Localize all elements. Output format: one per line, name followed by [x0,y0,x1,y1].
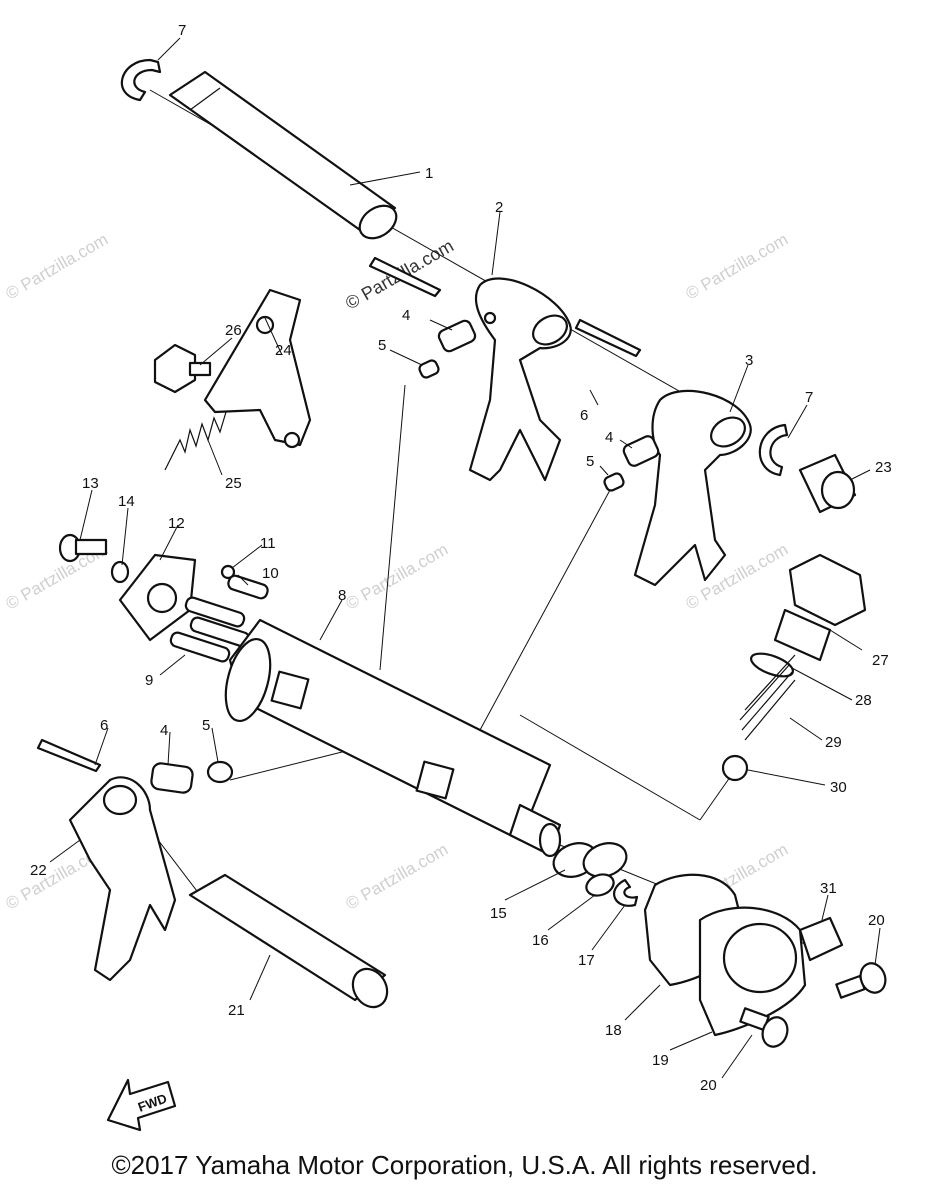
shift-cam-8 [224,618,562,858]
cotter-pin-6-lower [36,738,102,773]
callout-25: 25 [225,475,242,492]
circlip-7-right [758,423,789,477]
callout-5-mid: 5 [586,453,594,470]
callout-15: 15 [490,905,507,922]
collar-23 [798,453,857,514]
callout-4-mid: 4 [605,429,613,446]
callout-16: 16 [532,932,549,949]
callout-labels: 7 1 2 4 5 3 6 4 5 7 23 26 24 25 13 14 12… [30,22,892,1094]
segment-plate-12 [118,553,197,642]
callout-5-lower: 5 [202,717,210,734]
callout-leaders [49,37,881,1079]
svg-text:© Partzilla.com: © Partzilla.com [343,540,452,614]
circlip-17 [613,878,639,907]
plug-bolt-27 [773,553,867,662]
callout-20-right: 20 [868,912,885,929]
callout-30: 30 [830,779,847,796]
circlip-7-top [120,58,162,102]
cotter-pin-6-mid [574,318,642,358]
exploded-parts-diagram: © Partzilla.com © Partzilla.com © Partzi… [3,22,892,1132]
callout-10: 10 [262,565,279,582]
spring-29 [739,654,796,741]
screw-20-right [835,962,887,999]
callout-26: 26 [225,322,242,339]
callout-1: 1 [425,165,433,182]
callout-18: 18 [605,1022,622,1039]
callout-9: 9 [145,672,153,689]
shift-fork-2 [468,277,572,482]
callout-8: 8 [338,587,346,604]
callout-5-upper: 5 [378,337,386,354]
callout-14: 14 [118,493,135,510]
shift-fork-shaft-1 [168,70,398,240]
svg-text:© Partzilla.com: © Partzilla.com [3,230,112,304]
callout-21: 21 [228,1002,245,1019]
callout-11: 11 [260,535,276,552]
washer-14 [110,560,130,584]
pin-10 [227,574,269,600]
callout-19: 19 [652,1052,669,1069]
callout-29: 29 [825,734,842,751]
bolt-13 [58,533,108,563]
callout-4-lower: 4 [160,722,168,739]
cotter-pin-6-top [368,256,442,298]
guide-pin-4-lower [150,760,234,794]
callout-13: 13 [82,475,99,492]
collar-16 [582,842,628,897]
callout-27: 27 [872,652,889,669]
callout-7-right: 7 [805,389,813,406]
callout-6-mid: 6 [580,407,588,424]
shift-pins-9 [169,596,251,663]
shift-fork-shaft-21 [188,873,389,1009]
svg-text:© Partzilla.com: © Partzilla.com [343,840,452,914]
cover-19 [698,906,807,1037]
callout-17: 17 [578,952,595,969]
shift-fork-22 [68,776,177,982]
callout-28: 28 [855,692,872,709]
screw-20-bottom [739,1007,789,1048]
callout-6-lower: 6 [100,717,108,734]
callout-20-bottom: 20 [700,1077,717,1094]
callout-24: 24 [275,342,292,359]
alignment-lines [119,89,821,951]
callout-2: 2 [495,199,503,216]
bolt-26 [153,343,212,394]
copyright-notice: ©2017 Yamaha Motor Corporation, U.S.A. A… [111,1150,818,1180]
callout-3: 3 [745,352,753,369]
clip-11 [220,564,236,580]
fwd-arrow-icon: FWD [106,1078,177,1132]
callout-31: 31 [820,880,837,897]
callout-12: 12 [168,515,185,532]
guide-pin-4-mid [603,435,660,492]
callout-7-top: 7 [178,22,186,39]
stopper-lever-24 [203,288,312,449]
shift-fork-3 [633,389,752,587]
gasket-28 [749,652,795,678]
ball-30 [721,754,749,782]
callout-23: 23 [875,459,892,476]
guide-pin-4-upper [418,319,477,379]
svg-text:© Partzilla.com: © Partzilla.com [683,230,792,304]
callout-4-upper: 4 [402,307,410,324]
band-31 [798,916,844,962]
return-spring-25 [164,411,227,471]
callout-22: 22 [30,862,47,879]
